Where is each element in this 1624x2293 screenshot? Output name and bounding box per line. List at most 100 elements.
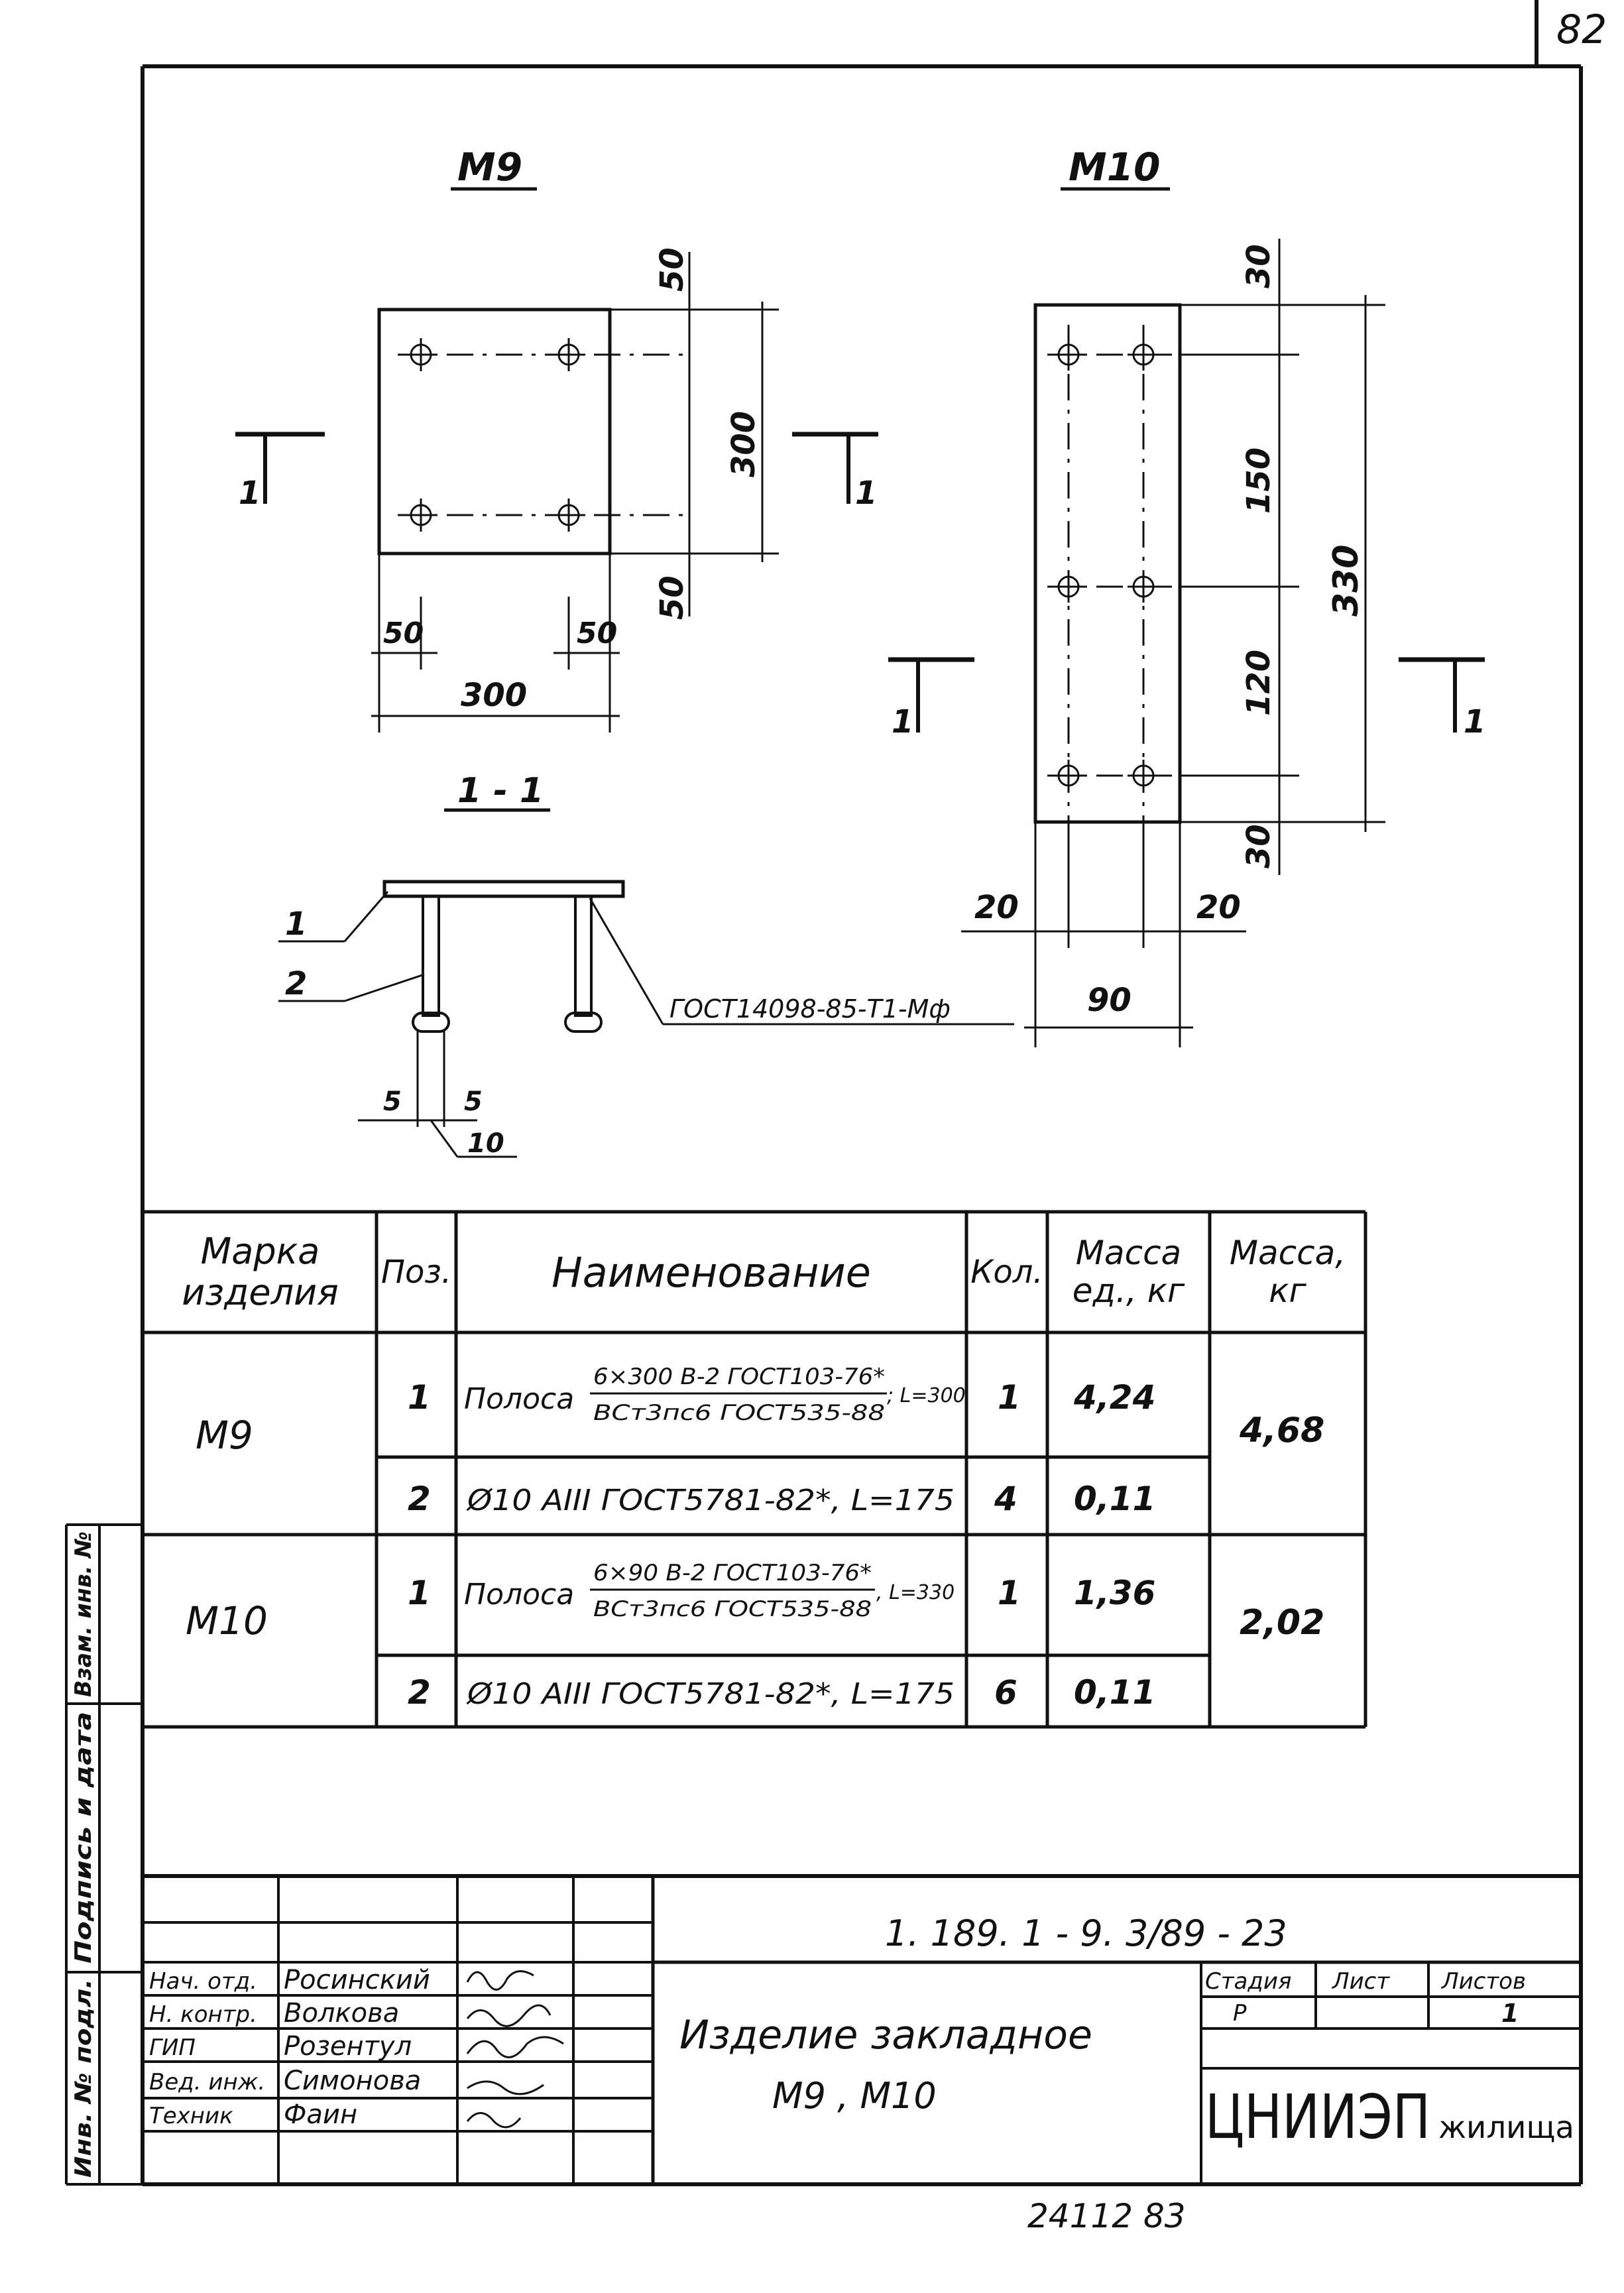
m9-anchor-marks	[404, 338, 585, 532]
m10-dim-width: 90	[1087, 982, 1131, 1019]
m9-plan-view: M9 50 300 50 50 50 300 1	[235, 145, 878, 733]
m9-row2-pos: 2	[408, 1480, 431, 1518]
m9-row1-denominator: ВСт3пс6 ГОСТ535-88	[593, 1400, 885, 1425]
section-weld-note: ГОСТ14098-85-Т1-Мф	[669, 994, 951, 1024]
m9-section-left: 1	[239, 475, 261, 512]
stamp-replaced: Взам. инв. №	[70, 1531, 97, 1697]
spec-table: Марка изделия Поз. Наименование Кол. Мас…	[143, 1210, 1367, 1729]
signature-scribbles	[466, 1970, 564, 2129]
section-dim-b: 5	[464, 1087, 483, 1117]
m9-row1-length: ; L=300	[887, 1384, 966, 1407]
title-line-2: M9 , M10	[772, 2075, 937, 2117]
section-anchor-right	[574, 895, 593, 1017]
person-3: Симонова	[284, 2066, 421, 2096]
m10-row1-name-prefix: Полоса	[464, 1578, 574, 1612]
sheets-value: 1	[1501, 1999, 1519, 2028]
m9-dim-top: 50	[654, 247, 691, 292]
m10-plan-view: M10 30 150 120 30 330	[888, 145, 1485, 1047]
header-qty: Кол.	[970, 1254, 1043, 1291]
header-mass: Масса, кг	[1229, 1233, 1346, 1310]
person-2: Розентул	[284, 2031, 412, 2062]
section-pos-1: 1	[285, 906, 307, 943]
person-0: Росинский	[284, 1965, 430, 1995]
m9-row1-name-prefix: Полоса	[464, 1382, 574, 1416]
section-dim-a: 5	[383, 1087, 402, 1117]
m10-row1-unit-mass: 1,36	[1074, 1574, 1155, 1612]
m9-section-right: 1	[855, 475, 877, 512]
section-anchor-left	[422, 895, 440, 1017]
m9-dim-bottom: 50	[654, 575, 691, 620]
m9-mark: M9	[196, 1413, 253, 1458]
role-2: ГИП	[149, 2034, 196, 2061]
person-1: Волкова	[284, 1998, 399, 2028]
m9-dim-height: 300	[725, 411, 762, 477]
m10-row1-qty: 1	[998, 1574, 1021, 1612]
stage-value: Р	[1233, 2000, 1247, 2027]
m10-dim-right: 20	[1196, 889, 1241, 926]
section-pos-2: 2	[285, 965, 307, 1002]
stamp-inv: Инв. № подл.	[70, 1979, 97, 2178]
m10-dim-lower: 120	[1240, 650, 1277, 716]
m10-anchor-marks	[1053, 339, 1159, 792]
m10-row2-pos: 2	[408, 1673, 431, 1712]
header-pos: Поз.	[380, 1254, 452, 1291]
m10-dim-left: 20	[974, 889, 1019, 926]
m10-mark: M10	[186, 1598, 268, 1643]
m10-row1-numerator: 6×90 В-2 ГОСТ103-76*	[593, 1560, 872, 1586]
m9-plate	[377, 308, 612, 556]
role-3: Вед. инж.	[149, 2069, 265, 2095]
role-0: Нач. отд.	[149, 1968, 257, 1995]
sheet-number: 82	[1556, 7, 1607, 53]
m10-plate	[1033, 303, 1182, 824]
m10-row1-pos: 1	[408, 1574, 431, 1612]
m10-dim-top: 30	[1240, 244, 1277, 288]
m9-row1-unit-mass: 4,24	[1073, 1378, 1155, 1417]
m9-row1-numerator: 6×300 В-2 ГОСТ103-76*	[593, 1364, 885, 1390]
title-block: 1. 189. 1 - 9. 3/89 - 23 Изделие закладн…	[143, 1874, 1581, 2184]
m9-title: M9	[457, 145, 522, 190]
m9-dim-left-offset: 50	[383, 617, 424, 650]
m10-row2-unit-mass: 0,11	[1074, 1673, 1155, 1712]
m9-row2-name: Ø10 АIII ГОСТ5781-82*, L=175	[466, 1484, 955, 1517]
m10-dim-bottom: 30	[1240, 824, 1277, 868]
m9-row2-qty: 4	[994, 1480, 1017, 1518]
header-unit-mass: Масса ед., кг	[1072, 1233, 1185, 1310]
m10-row2-qty: 6	[994, 1673, 1017, 1712]
m10-section-right: 1	[1464, 703, 1485, 740]
sheet-label: Лист	[1331, 1968, 1390, 1995]
m10-row2-name: Ø10 АIII ГОСТ5781-82*, L=175	[466, 1677, 955, 1711]
side-stamp: Инв. № подл. Подпись и дата Взам. инв. №	[65, 1523, 143, 2186]
m9-row2-unit-mass: 0,11	[1074, 1480, 1155, 1518]
title-line-1: Изделие закладное	[679, 2012, 1092, 2058]
header-mark: Марка изделия	[182, 1230, 339, 1313]
m10-dim-upper: 150	[1240, 447, 1277, 514]
org-main: ЦНИИЭП	[1205, 2082, 1430, 2152]
role-4: Техник	[149, 2103, 233, 2129]
m10-dim-total: 330	[1326, 544, 1366, 617]
stamp-signature-date: Подпись и дата	[70, 1712, 97, 1964]
person-4: Фаин	[284, 2099, 357, 2130]
sheets-label: Листов	[1440, 1968, 1526, 1995]
m9-dim-right-offset: 50	[577, 617, 617, 650]
m10-title: M10	[1069, 145, 1160, 190]
m10-total-mass: 2,02	[1240, 1603, 1324, 1643]
m10-section-left: 1	[892, 703, 913, 740]
header-name: Наименование	[551, 1248, 871, 1297]
m9-total-mass: 4,68	[1239, 1411, 1324, 1450]
people-list: Нач. отд. Росинский Н. контр. Волкова ГИ…	[149, 1965, 430, 2130]
section-title: 1 - 1	[457, 771, 544, 811]
section-1-1-view: 1 - 1 5 5 10 1 2 ГОСТ14098-85-Т1-Мф	[278, 771, 1014, 1159]
m10-row1-length: , L=330	[876, 1581, 955, 1604]
section-dim-c: 10	[467, 1128, 504, 1159]
role-1: Н. контр.	[149, 2001, 257, 2028]
section-plate	[382, 880, 625, 898]
org-sub: жилища	[1438, 2109, 1574, 2145]
m9-dim-width: 300	[461, 677, 527, 714]
footer-number: 24112 83	[1027, 2197, 1186, 2235]
doc-code: 1. 189. 1 - 9. 3/89 - 23	[885, 1912, 1287, 1954]
sheet-frame	[141, 0, 1583, 2186]
m9-row1-qty: 1	[998, 1378, 1021, 1417]
m9-row1-pos: 1	[408, 1378, 431, 1417]
stage-label: Стадия	[1205, 1968, 1291, 1995]
